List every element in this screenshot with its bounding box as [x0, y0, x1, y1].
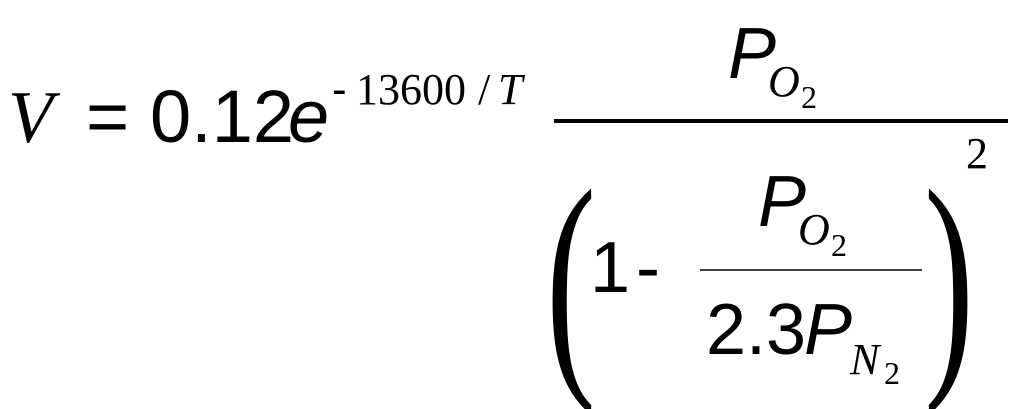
open-paren: ( [546, 140, 596, 409]
exponent-variable-t: T [498, 65, 526, 114]
inner-denominator-p: P [804, 290, 852, 370]
denominator-power: 2 [966, 129, 988, 178]
inner-denominator-subscript-index: 2 [884, 355, 900, 391]
inner-numerator-subscript-index: 2 [831, 227, 847, 263]
inner-numerator-p: P [758, 162, 806, 242]
lhs-variable-v: V [8, 77, 61, 159]
exp-base-e: e [288, 75, 329, 158]
numerator-subscript-index: 2 [801, 79, 817, 115]
exponent-minus: - [332, 65, 347, 114]
numerator-p: P [728, 14, 776, 94]
equals-sign: = [86, 75, 129, 158]
numerator-subscript-o: O [768, 57, 800, 106]
coefficient: 0.12 [150, 75, 294, 158]
inner-denominator-coefficient: 2.3 [706, 290, 806, 370]
close-paren: ) [924, 140, 974, 409]
exponent-value: 13600 [356, 65, 466, 114]
inner-numerator-subscript-o: O [798, 205, 830, 254]
exponent-slash: / [478, 65, 491, 114]
denominator-minus: - [636, 228, 660, 308]
inner-denominator-subscript-n: N [849, 335, 882, 384]
denominator-one: 1 [590, 228, 630, 308]
